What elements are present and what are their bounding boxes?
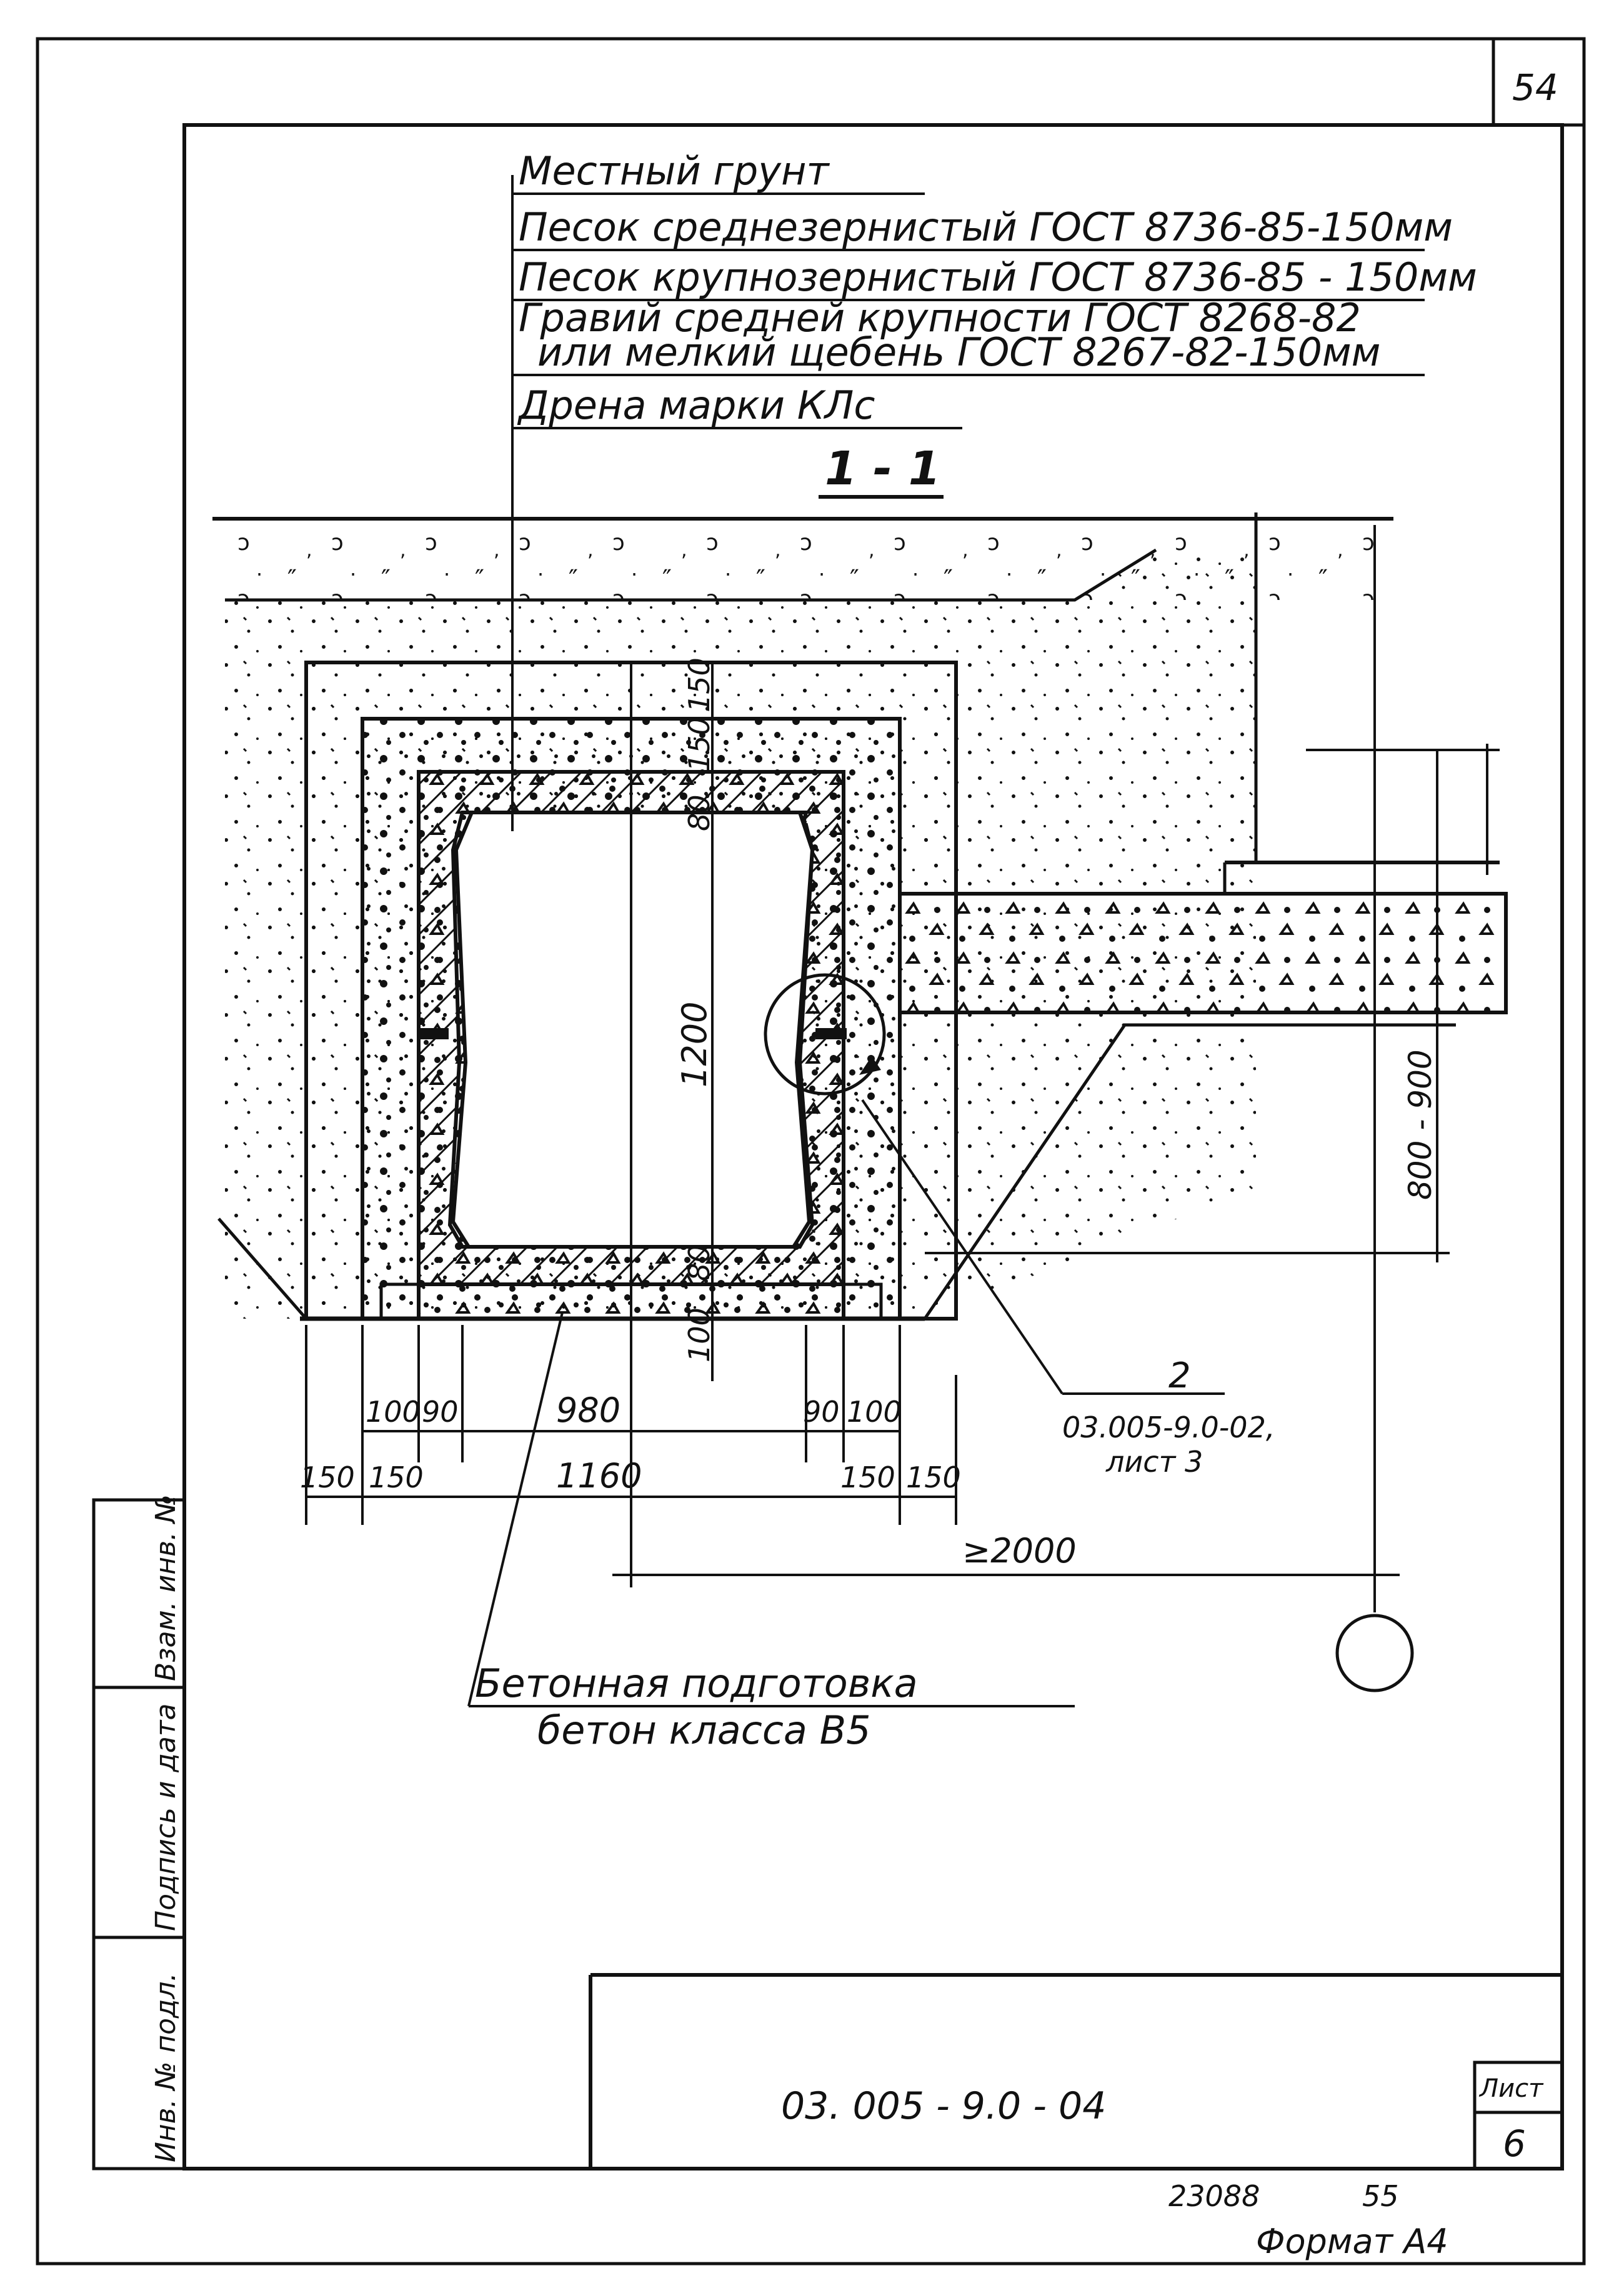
layer-label-gravel-line2: или мелкий щебень ГОСТ 8267-82-150мм bbox=[537, 329, 1380, 375]
dim-wall-80-bottom: 80 bbox=[682, 1244, 716, 1281]
callout-reference-line1: 03.005-9.0-02, bbox=[1062, 1411, 1275, 1444]
concrete-note-line1: Бетонная подготовка bbox=[475, 1661, 918, 1706]
leader-lines bbox=[467, 175, 1376, 1707]
dim-depth-800-900: 800 - 900 bbox=[1402, 1049, 1438, 1200]
side-stamp bbox=[92, 1498, 186, 2171]
sheet-label: Лист bbox=[1478, 2074, 1544, 2103]
tray-slab bbox=[898, 892, 1508, 1014]
stamp-inv: Инв. № подл. bbox=[150, 1972, 182, 2162]
dim-right-100: 100 bbox=[847, 1395, 902, 1429]
dim-wall-80-top: 80 bbox=[682, 794, 716, 831]
drain-cavity bbox=[451, 811, 815, 1249]
ground-marker-circle bbox=[1335, 1614, 1414, 1692]
dim-right-150a: 150 bbox=[840, 1461, 895, 1494]
document-code: 03. 005 - 9.0 - 04 bbox=[781, 2084, 1106, 2128]
dim-inner-980: 980 bbox=[556, 1391, 620, 1430]
sheet-frame bbox=[36, 37, 1586, 2266]
dim-left-150b: 150 bbox=[369, 1461, 424, 1494]
callout-number: 2 bbox=[1168, 1356, 1191, 1396]
sheet-number: 6 bbox=[1503, 2122, 1526, 2165]
dim-top-150b: 150 bbox=[682, 717, 716, 772]
callout-reference-line2: лист 3 bbox=[1105, 1445, 1203, 1479]
archive-page: 55 bbox=[1362, 2179, 1399, 2213]
dim-left-150a: 150 bbox=[300, 1461, 355, 1494]
channel-section bbox=[217, 512, 1508, 1321]
layer-label-drain: Дрена марки КЛс bbox=[517, 382, 875, 428]
page-number: 54 bbox=[1512, 66, 1558, 109]
layer-underlines bbox=[512, 192, 1425, 429]
dim-left-100: 100 bbox=[366, 1395, 421, 1429]
detail-circle bbox=[764, 973, 886, 1096]
dimension-lines bbox=[305, 662, 1488, 1576]
dim-right-90: 90 bbox=[803, 1395, 840, 1429]
concrete-note-line2: бетон класса В5 bbox=[537, 1707, 871, 1753]
dim-overall-1160: 1160 bbox=[556, 1456, 642, 1496]
dim-top-150a: 150 bbox=[682, 657, 716, 712]
dim-height-1200: 1200 bbox=[675, 1002, 714, 1087]
format-label: Формат А4 bbox=[1256, 2222, 1448, 2261]
dim-left-90: 90 bbox=[422, 1395, 459, 1429]
layer-label-local-soil: Местный грунт bbox=[519, 148, 830, 194]
layer-label-gravel-line1: Гравий средней крупности ГОСТ 8268-82 bbox=[519, 295, 1361, 341]
dim-right-150b: 150 bbox=[906, 1461, 961, 1494]
archive-number: 23088 bbox=[1168, 2179, 1260, 2213]
dim-min-2000: ≥2000 bbox=[962, 1531, 1077, 1571]
section-label: 1 - 1 bbox=[825, 442, 940, 496]
layer-label-coarse-sand: Песок крупнозернистый ГОСТ 8736-85 - 150… bbox=[519, 254, 1477, 300]
layer-label-medium-sand: Песок среднезернистый ГОСТ 8736-85-150мм bbox=[519, 204, 1453, 250]
stamp-sign: Подпись и дата bbox=[150, 1704, 182, 1931]
dim-base-100: 100 bbox=[682, 1307, 716, 1362]
stamp-replace: Взам. инв. № bbox=[150, 1494, 182, 1681]
title-block bbox=[589, 1973, 1564, 2171]
